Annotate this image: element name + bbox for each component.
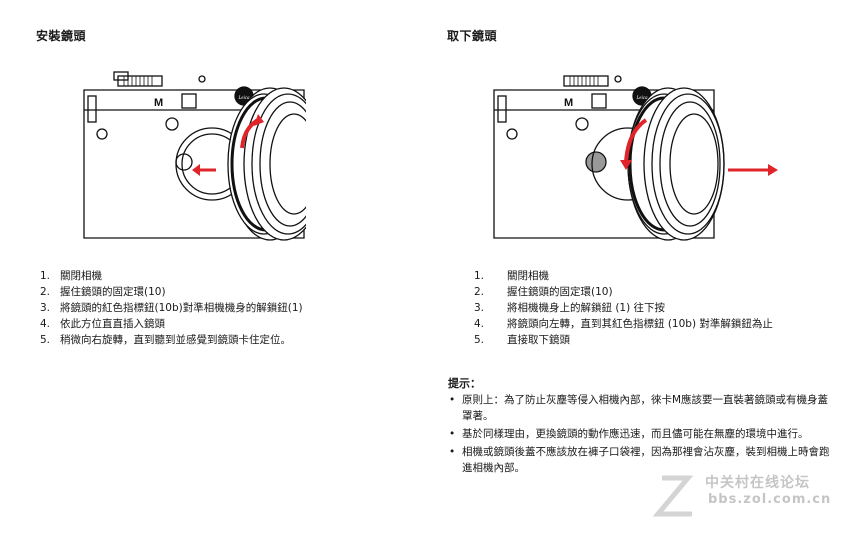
tip-item: •基於同樣理由，更換鏡頭的動作應迅速，而且儘可能在無塵的環境中進行。 — [449, 428, 809, 440]
remove-lens-illustration: M Leica — [493, 75, 778, 241]
install-lens-heading: 安裝鏡頭 — [36, 29, 87, 43]
rotate-arrow — [624, 118, 648, 163]
remove-steps-list: 1.關閉相機 2.握住鏡頭的固定環(10) 3.將相機機身上的解鎖鈕 (1) 往… — [474, 268, 773, 348]
remove-lens-heading: 取下鏡頭 — [447, 29, 498, 43]
list-item: 5.稍微向右旋轉，直到聽到並感覺到鏡頭卡住定位。 — [40, 334, 291, 346]
leica-logo: Leica — [237, 96, 250, 101]
camera-body — [83, 89, 305, 239]
list-item: 1.關閉相機 — [474, 270, 549, 282]
tips-list: •原則上：為了防止灰塵等侵入相機內部，徠卡M應該要一直裝著鏡頭或有機身蓋罩著。 … — [448, 392, 833, 478]
list-item: 1.關閉相機 — [40, 270, 102, 282]
install-lens-illustration: M Leica — [83, 71, 306, 241]
install-steps-list: 1.關閉相機 2.握住鏡頭的固定環(10) 3.將鏡頭的紅色指標鈕(10b)對準… — [40, 268, 303, 348]
list-item: 2.握住鏡頭的固定環(10) — [40, 286, 166, 298]
list-item: 2.握住鏡頭的固定環(10) — [474, 286, 613, 298]
watermark-site-name: 中关村在线论坛 — [705, 475, 810, 491]
tip-item: •相機或鏡頭後蓋不應該放在褲子口袋裡，因為那裡會沾灰塵，裝到相機上時會跑進相機內… — [449, 446, 830, 474]
list-item: 3.將相機機身上的解鎖鈕 (1) 往下按 — [474, 302, 666, 314]
tip-item: •原則上：為了防止灰塵等侵入相機內部，徠卡M應該要一直裝著鏡頭或有機身蓋罩著。 — [449, 394, 829, 422]
list-item: 3.將鏡頭的紅色指標鈕(10b)對準相機機身的解鎖鈕(1) — [40, 302, 303, 314]
list-item: 4.將鏡頭向左轉，直到其紅色指標鈕 (10b) 對準解鎖鈕為止 — [474, 318, 773, 330]
camera-model-label: M — [154, 97, 163, 109]
list-item: 4.依此方位直直插入鏡頭 — [40, 318, 165, 330]
camera-model-label: M — [564, 97, 573, 109]
list-item: 5.直接取下鏡頭 — [474, 334, 570, 346]
tips-heading: 提示： — [448, 377, 481, 390]
leica-logo: Leica — [635, 96, 648, 101]
watermark-logo-icon — [652, 475, 694, 517]
watermark-url: bbs.zol.com.cn — [708, 492, 832, 507]
